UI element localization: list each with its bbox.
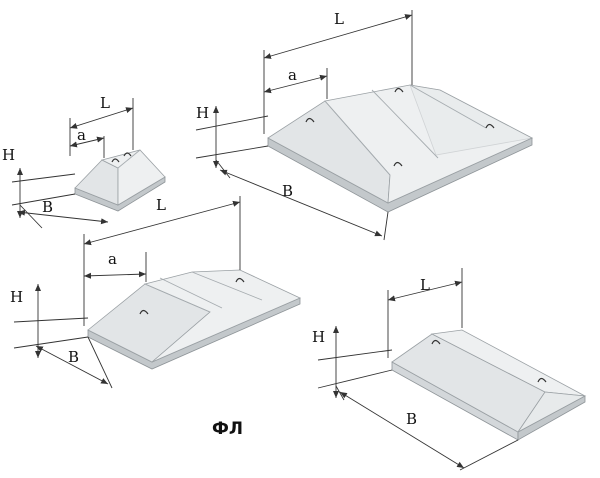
block-medium-notch-label: a (108, 250, 117, 268)
block-large-width-label: B (282, 182, 293, 200)
block-large-length-label: L (334, 10, 344, 28)
block-small-height-label: H (2, 146, 15, 164)
diagram-title: ФЛ (212, 419, 243, 439)
block-medium-width-label: B (68, 348, 79, 366)
block-medium-dimensions (13, 196, 241, 389)
block-large-height-label: H (196, 104, 209, 122)
block-medium-height-label: H (10, 288, 23, 306)
block-large (267, 84, 534, 213)
block-large-notch-label: a (288, 66, 297, 84)
block-small-notch-label: a (77, 126, 86, 144)
block-large-dimensions (195, 10, 413, 241)
block-long-height-label: H (312, 328, 325, 346)
block-small-width-label: B (42, 198, 53, 216)
block-small-length-label: L (100, 94, 110, 112)
block-long-width-label: B (406, 410, 417, 428)
block-long-dimensions (317, 268, 519, 471)
block-long-length-label: L (420, 276, 430, 294)
block-long (391, 329, 587, 441)
block-small-dimensions (11, 98, 134, 229)
block-medium-length-label: L (156, 196, 166, 214)
block-small (74, 149, 166, 212)
block-medium (87, 269, 301, 370)
